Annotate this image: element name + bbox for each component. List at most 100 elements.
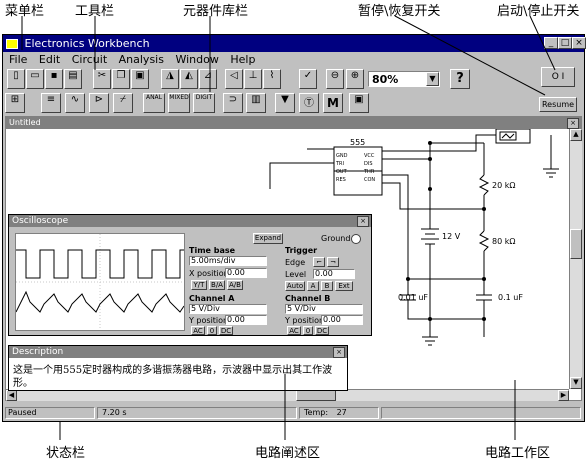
workspace-close-button[interactable]: × xyxy=(567,118,579,129)
ground-terminal[interactable] xyxy=(351,234,361,244)
oscilloscope-panel: Oscilloscope × Expand Ground Time base 5… xyxy=(8,214,372,336)
description-text[interactable]: 这是一个用555定时器构成的多谐振荡器电路，示波器中显示出其工作波形。 xyxy=(13,365,333,389)
trigger-ext-button[interactable]: Ext xyxy=(335,281,353,291)
digital-icon: ▥ xyxy=(251,94,261,105)
edge-label: Edge xyxy=(285,258,306,267)
copy-icon: ❐ xyxy=(116,70,126,81)
paste-button[interactable]: ▣ xyxy=(131,69,149,89)
oscilloscope-close-button[interactable]: × xyxy=(357,216,369,227)
channel-a-ac-button[interactable]: AC xyxy=(191,326,205,335)
channel-b-ypos-field[interactable]: 0.00 xyxy=(321,315,363,325)
mixed-ics-bin-button[interactable]: MIXED xyxy=(168,93,190,113)
channel-a-dc-button[interactable]: DC xyxy=(219,326,233,335)
maximize-button[interactable]: □ xyxy=(558,37,572,49)
print-button[interactable]: ▤ xyxy=(64,69,82,89)
copy-button[interactable]: ❐ xyxy=(112,69,130,89)
falling-edge-button[interactable]: ¬ xyxy=(327,257,339,267)
time-base-label: Time base xyxy=(189,246,236,255)
channel-a-scale-field[interactable]: 5 V/Div xyxy=(189,304,267,314)
channel-a-ypos-field[interactable]: 0.00 xyxy=(225,315,267,325)
trigger-label: Trigger xyxy=(285,246,318,255)
menu-edit[interactable]: Edit xyxy=(38,53,61,66)
menu-analysis[interactable]: Analysis xyxy=(118,53,164,66)
pin-right-1: VCC xyxy=(364,153,375,159)
chevron-down-icon[interactable]: ▼ xyxy=(426,72,439,86)
annotation-description-area: 电路阐述区 xyxy=(255,446,321,461)
diodes-bin-button[interactable]: ⊳ xyxy=(89,93,109,113)
channel-b-ypos-label: Y position xyxy=(285,316,325,325)
mode-ba-button[interactable]: B/A xyxy=(209,280,225,290)
trigger-b-button[interactable]: B xyxy=(321,281,333,291)
cut-button[interactable]: ✂ xyxy=(93,69,111,89)
status-time: 7.20 s xyxy=(97,407,297,419)
x-position-field[interactable]: 0.00 xyxy=(225,268,267,278)
capacitor-2-label: 0.1 uF xyxy=(498,293,523,302)
controls-bin-button[interactable]: Ⓣ xyxy=(299,93,319,113)
printer-icon: ▤ xyxy=(68,70,78,81)
channel-b-scale-field[interactable]: 5 V/Div xyxy=(285,304,363,314)
channel-b-waveform xyxy=(16,290,184,313)
mode-yt-button[interactable]: Y/T xyxy=(191,280,207,290)
zoom-out-button[interactable]: ⊖ xyxy=(326,69,344,89)
time-base-field[interactable]: 5.00ms/div xyxy=(189,256,267,266)
zoom-in-button[interactable]: ⊕ xyxy=(346,69,364,89)
scroll-right-button[interactable]: ▶ xyxy=(558,390,569,401)
digital-bin-button[interactable]: ▥ xyxy=(246,93,266,113)
rotate-button[interactable]: ◮ xyxy=(161,69,179,89)
resume-button[interactable]: Resume xyxy=(539,97,577,112)
description-close-button[interactable]: × xyxy=(333,347,345,358)
zoom-in-icon: ⊕ xyxy=(350,70,360,81)
miscellaneous-bin-button[interactable]: M xyxy=(323,93,343,113)
zoom-value: 80% xyxy=(372,73,399,86)
logic-gates-bin-button[interactable]: ⊃ xyxy=(223,93,243,113)
zoom-select[interactable]: 80% ▼ xyxy=(368,71,440,87)
basic-bin-button[interactable]: ∿ xyxy=(65,93,85,113)
menu-help[interactable]: Help xyxy=(230,53,256,66)
rotate-icon: ◮ xyxy=(166,70,174,81)
floppy-icon: ▪ xyxy=(50,70,58,81)
component-properties-button[interactable]: ◁ xyxy=(225,69,243,89)
trigger-a-button[interactable]: A xyxy=(307,281,319,291)
mode-ab-button[interactable]: A/B xyxy=(227,280,243,290)
minimize-button[interactable]: _ xyxy=(544,37,558,49)
level-field[interactable]: 0.00 xyxy=(313,269,355,279)
digital-ics-bin-button[interactable]: DIGIT xyxy=(193,93,215,113)
channel-b-ac-button[interactable]: AC xyxy=(287,326,301,335)
graphs-button[interactable]: ⌇ xyxy=(263,69,281,89)
create-subcircuit-button[interactable]: ⊥ xyxy=(244,69,262,89)
save-button[interactable]: ▪ xyxy=(45,69,63,89)
help-button[interactable]: ? xyxy=(450,69,470,89)
menu-circuit[interactable]: Circuit xyxy=(71,53,108,66)
vertical-scrollbar[interactable]: ▲ ▼ xyxy=(569,129,582,389)
open-file-button[interactable]: ▭ xyxy=(26,69,44,89)
instruments-bin-button[interactable]: ▣ xyxy=(349,93,369,113)
indicators-bin-button[interactable]: ▼ xyxy=(275,93,295,113)
channel-b-dc-button[interactable]: DC xyxy=(315,326,329,335)
channel-a-zero-button[interactable]: 0 xyxy=(207,326,217,335)
expand-button[interactable]: Expand xyxy=(253,233,283,244)
trigger-auto-button[interactable]: Auto xyxy=(285,281,305,291)
scroll-down-button[interactable]: ▼ xyxy=(570,377,582,389)
annotation-tool-bar: 工具栏 xyxy=(75,4,115,19)
parts-bin-toggle-button[interactable]: ⊞ xyxy=(5,93,25,113)
new-file-button[interactable]: ▯ xyxy=(7,69,25,89)
oscilloscope-screen xyxy=(15,233,185,331)
window-title: Electronics Workbench xyxy=(24,37,150,50)
menu-window[interactable]: Window xyxy=(175,53,219,66)
flip-horizontal-button[interactable]: ◭ xyxy=(180,69,198,89)
workspace-title-bar: Untitled × xyxy=(6,117,581,129)
channel-b-zero-button[interactable]: 0 xyxy=(303,326,313,335)
menu-file[interactable]: File xyxy=(9,53,28,66)
vertical-scroll-thumb[interactable] xyxy=(570,229,582,259)
sources-bin-button[interactable]: ≡ xyxy=(41,93,61,113)
analog-ics-bin-button[interactable]: ANAL xyxy=(143,93,165,113)
new-file-icon: ▯ xyxy=(13,70,19,81)
description-button[interactable]: ✓ xyxy=(299,69,317,89)
bin-icon: ⊞ xyxy=(10,94,20,105)
start-stop-switch[interactable]: O I xyxy=(541,67,575,87)
transistors-bin-button[interactable]: ⌿ xyxy=(113,93,133,113)
flip-vertical-button[interactable]: ⊿ xyxy=(199,69,217,89)
rising-edge-button[interactable]: ⌐ xyxy=(313,257,325,267)
close-button[interactable]: × xyxy=(572,37,586,49)
scroll-up-button[interactable]: ▲ xyxy=(570,129,582,141)
